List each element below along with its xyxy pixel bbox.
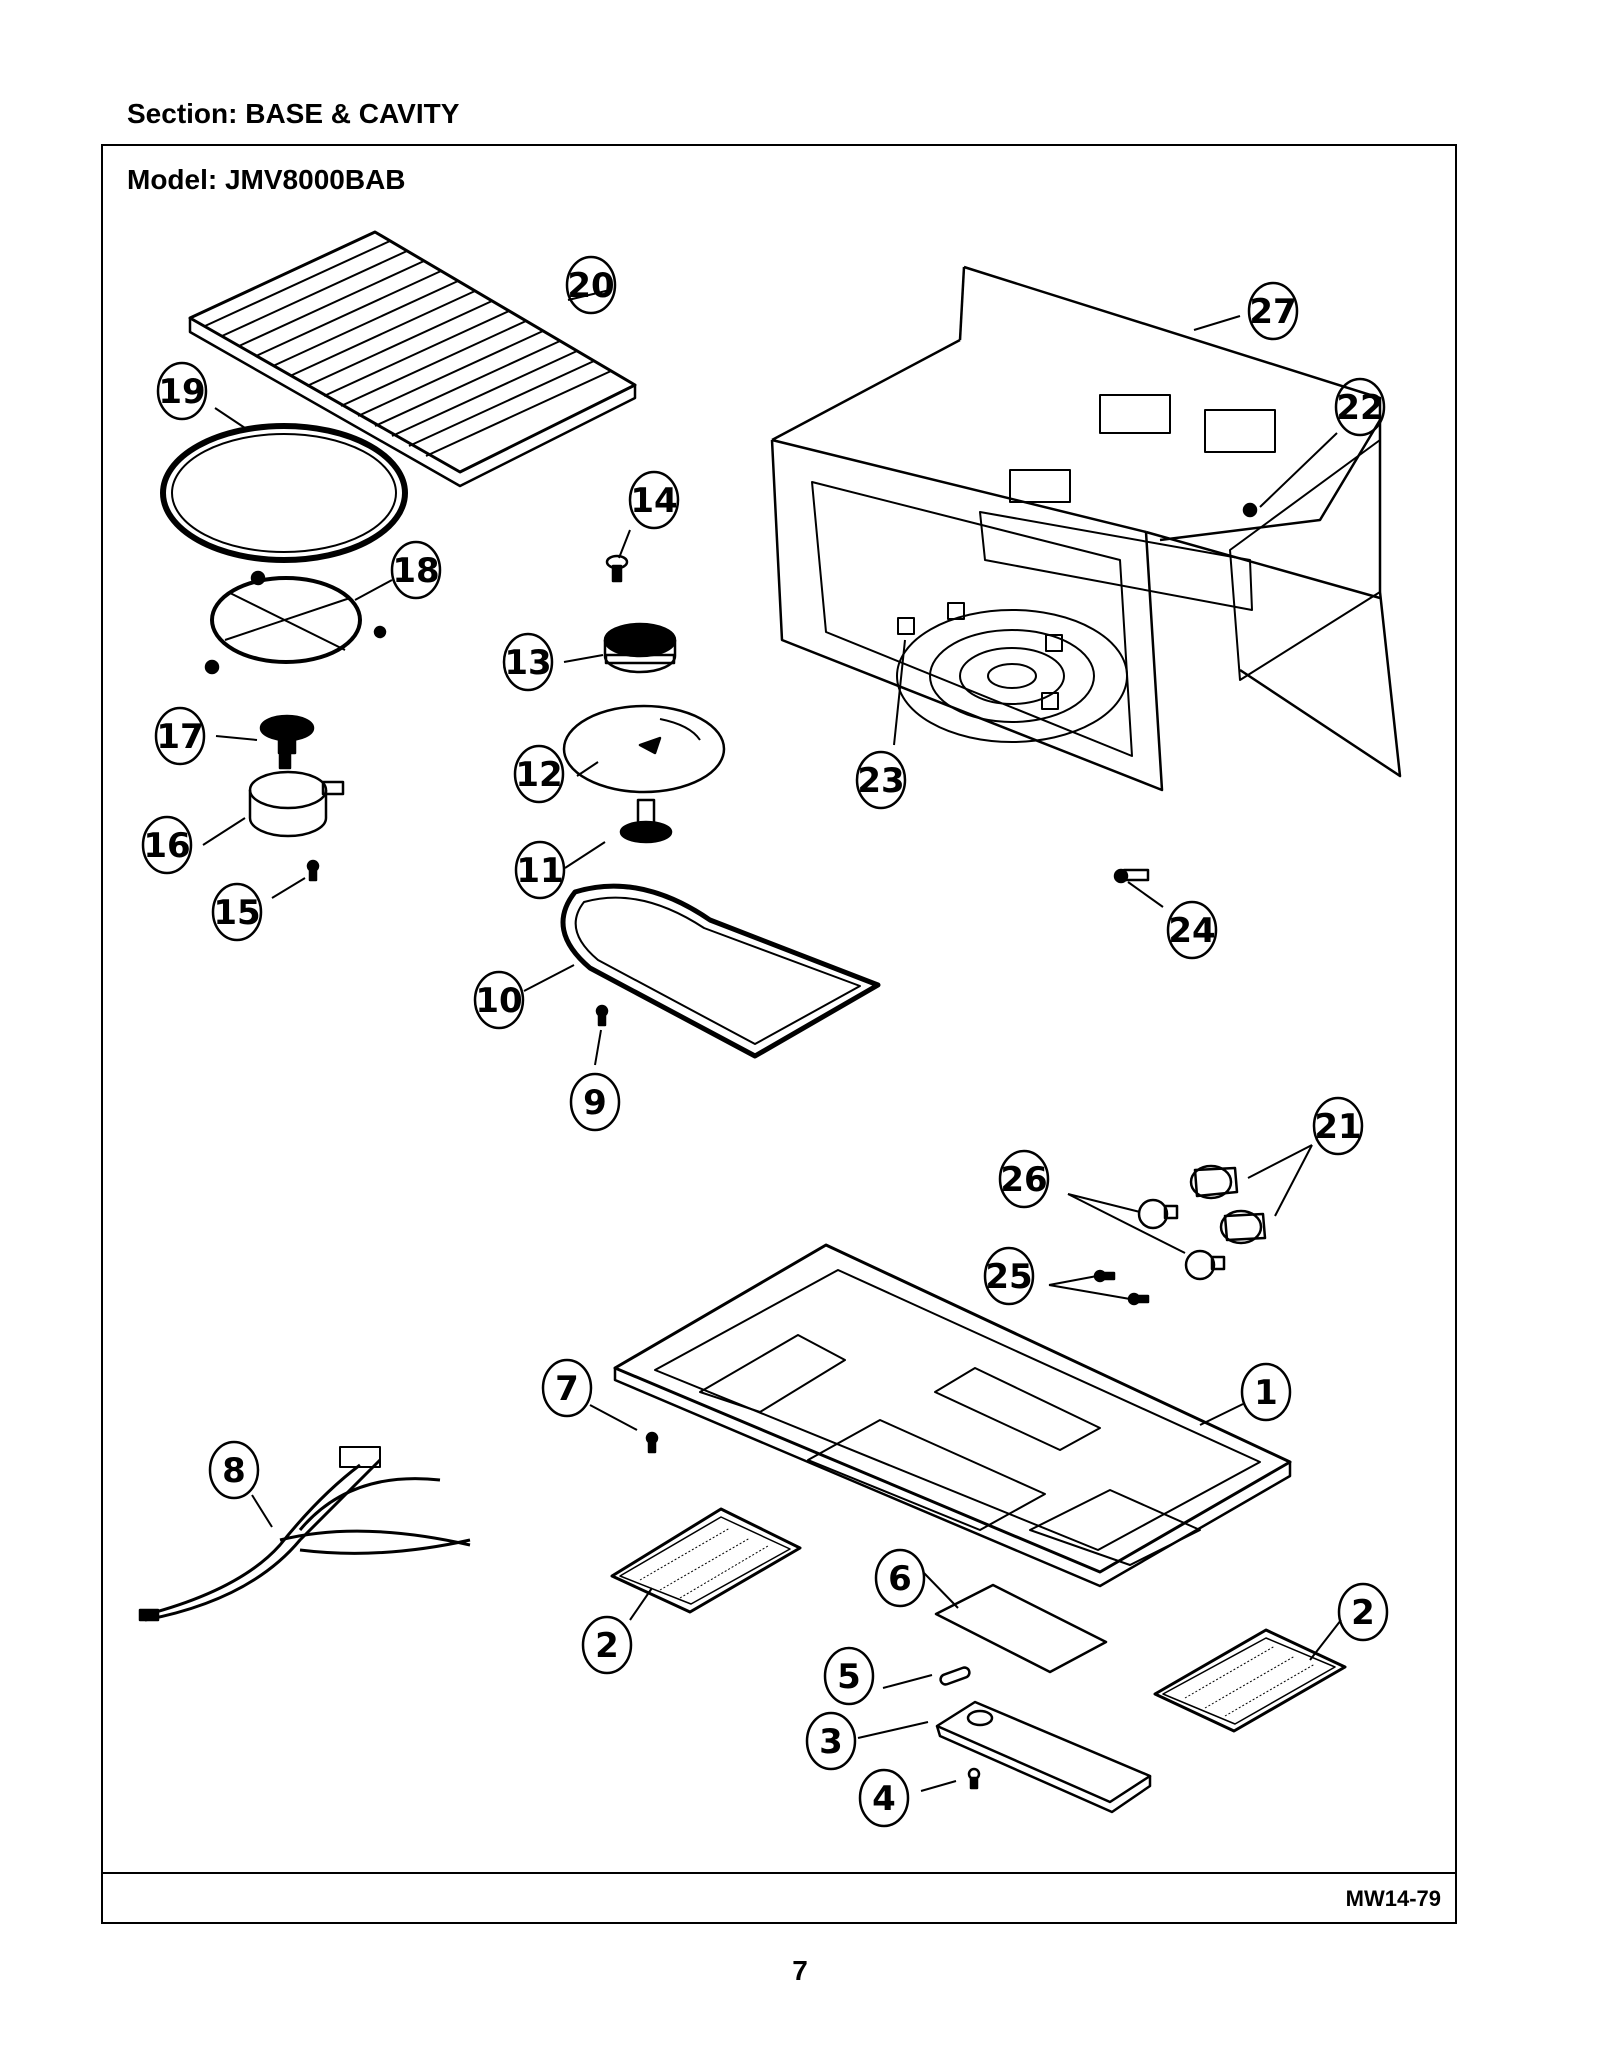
part-grease-filter-left [610,1507,802,1614]
callout-11: 11 [514,840,566,900]
svg-text:10: 10 [475,981,522,1021]
callout-4: 4 [858,1768,910,1828]
part-screws-25 [1093,1269,1150,1306]
callout-27: 27 [1247,281,1299,341]
callout-7: 7 [541,1358,593,1418]
section-title: Section: BASE & CAVITY [127,98,460,129]
part-lamp-bulbs [1137,1198,1226,1281]
part-screw-15 [306,859,320,882]
callout-25: 25 [983,1246,1035,1306]
part-turntable-plate [562,704,726,794]
part-coupler [259,714,315,755]
callout-2-right: 2 [1337,1582,1389,1642]
part-spacer-5 [939,1666,971,1686]
callout-10: 10 [473,970,525,1030]
page-number: 7 [792,1955,808,1986]
figure-code: MW14-79 [1345,1886,1441,1911]
callout-23: 23 [855,750,907,810]
svg-text:7: 7 [555,1369,579,1409]
part-screw-14 [605,554,629,583]
svg-text:18: 18 [392,551,439,591]
callout-18: 18 [390,540,442,600]
svg-text:1: 1 [1254,1373,1278,1413]
callout-20: 20 [565,255,617,315]
svg-text:9: 9 [583,1083,607,1123]
svg-text:12: 12 [515,755,562,795]
svg-text:4: 4 [872,1779,896,1819]
svg-text:22: 22 [1336,388,1383,428]
callout-9: 9 [569,1072,621,1132]
svg-text:13: 13 [504,643,551,683]
svg-text:14: 14 [630,481,677,521]
svg-text:26: 26 [1000,1160,1047,1200]
part-screw-7 [645,1431,659,1454]
part-lamp-sockets [1189,1164,1267,1245]
svg-text:2: 2 [595,1626,619,1666]
callout-15: 15 [211,882,263,942]
callout-13: 13 [502,632,554,692]
callout-19: 19 [156,361,208,421]
part-gasket [560,883,881,1059]
svg-text:19: 19 [158,372,205,412]
svg-text:8: 8 [222,1451,246,1491]
callout-26: 26 [998,1149,1050,1209]
model-title: Model: JMV8000BAB [127,164,406,195]
callout-21: 21 [1312,1096,1364,1156]
part-shaft [619,798,673,844]
callout-24: 24 [1166,900,1218,960]
svg-text:21: 21 [1314,1107,1361,1147]
part-turntable-motor [248,748,345,838]
svg-text:23: 23 [857,761,904,801]
diagram-frame: Model: JMV8000BAB MW14-79 [101,144,1457,1924]
callout-14: 14 [628,470,680,530]
part-motor-13 [603,622,677,674]
callout-labels: 20 19 18 14 13 12 17 16 11 15 10 9 27 22… [141,255,1389,1828]
part-roller-ring [160,423,408,563]
part-grease-filter-right [1153,1628,1347,1733]
part-wire-harness [138,1446,471,1622]
svg-text:24: 24 [1168,911,1215,951]
part-lens [934,1583,1108,1674]
part-screw-9 [595,1004,609,1027]
svg-text:11: 11 [516,851,563,891]
svg-text:5: 5 [837,1657,861,1697]
callout-2-left: 2 [581,1615,633,1675]
svg-text:6: 6 [888,1559,912,1599]
callout-22: 22 [1334,377,1386,437]
part-base-plate [613,1243,1292,1588]
svg-text:27: 27 [1249,292,1296,332]
part-light-cover [935,1700,1152,1814]
callout-6: 6 [874,1548,926,1608]
svg-text:17: 17 [156,717,203,757]
callout-12: 12 [513,744,565,804]
part-screw-4 [967,1767,981,1790]
callout-8: 8 [208,1440,260,1500]
frame-footer-divider [103,1872,1455,1874]
svg-text:2: 2 [1351,1593,1375,1633]
svg-text:20: 20 [567,266,614,306]
part-oven-rack [188,230,637,488]
callout-17: 17 [154,706,206,766]
svg-text:3: 3 [819,1722,843,1762]
part-oven-cavity [770,265,1402,884]
leader-lines [202,289,1342,1792]
callout-3: 3 [805,1711,857,1771]
callout-16: 16 [141,815,193,875]
callout-1: 1 [1240,1362,1292,1422]
callout-5: 5 [823,1646,875,1706]
part-roller-guide [204,570,387,675]
svg-text:15: 15 [213,893,260,933]
svg-text:25: 25 [985,1257,1032,1297]
svg-text:16: 16 [143,826,190,866]
